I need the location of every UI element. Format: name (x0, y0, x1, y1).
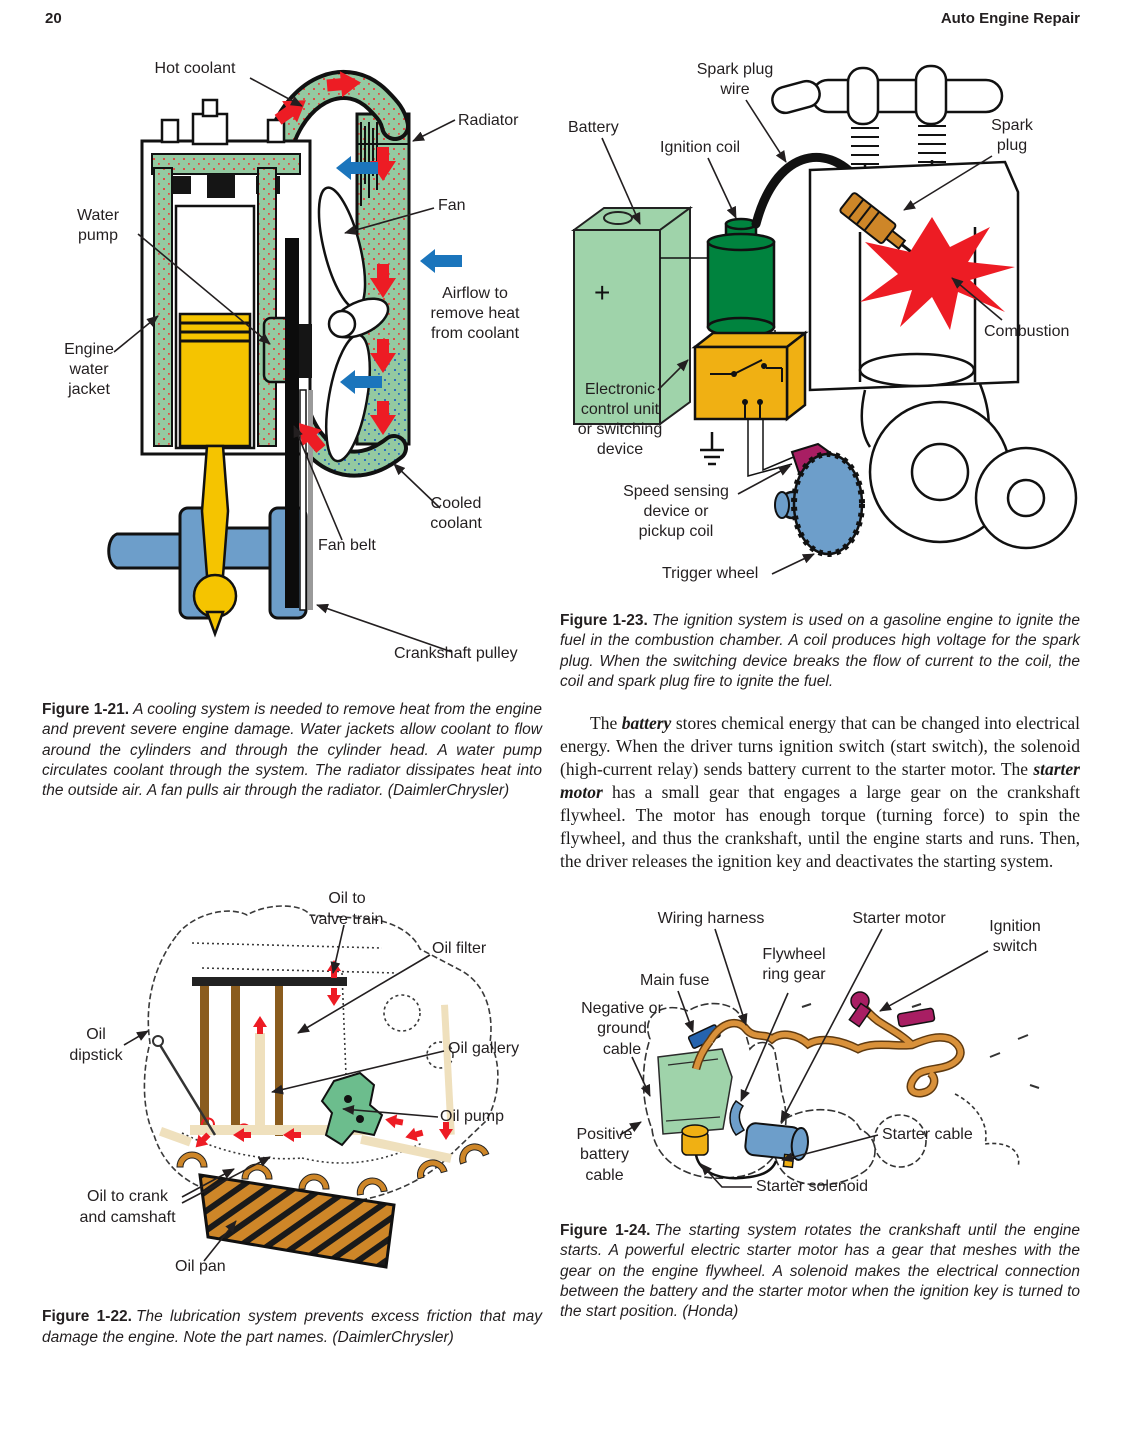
label-spark-plug-wire: Spark plug wire (696, 61, 774, 99)
label-spark-plug: Spark plug (991, 117, 1033, 155)
spark-plug (839, 192, 913, 254)
figure-1-21-caption-lead: Figure 1-21. (42, 701, 130, 718)
figure-1-21-caption-text: A cooling system is needed to remove hea… (42, 701, 542, 800)
battery-positive-sign: + (594, 277, 610, 308)
label-oil-pan: Oil pan (175, 1258, 226, 1276)
crankshaft-pulley (299, 389, 313, 611)
page-header-title: Auto Engine Repair (940, 10, 1080, 27)
figure-1-21-cooling-system-diagram: Hot coolant Radiator Fan Water pump Airf… (42, 56, 542, 688)
figure-1-22-caption: Figure 1-22.The lubrication system preve… (42, 1307, 542, 1348)
body-seg-3: has a small gear that engages a large ge… (560, 782, 1080, 872)
figure-1-23-caption: Figure 1-23.The ignition system is used … (560, 611, 1080, 692)
combustion-flash (860, 217, 1015, 330)
label-starter-motor: Starter motor (852, 910, 946, 928)
label-ignition-coil: Ignition coil (660, 139, 741, 156)
leader-lines (123, 925, 445, 1262)
term-starter-motor: starter motor (560, 759, 1080, 803)
label-battery: Battery (568, 119, 619, 136)
leader-lines (601, 99, 1003, 575)
starter-solenoid (681, 1124, 709, 1156)
label-main-fuse: Main fuse (640, 972, 710, 990)
label-oil-gallery: Oil gallery (448, 1040, 520, 1058)
label-starter-solenoid: Starter solenoid (756, 1178, 869, 1196)
label-starter-cable: Starter cable (882, 1126, 973, 1144)
label-wiring-harness: Wiring harness (657, 910, 765, 928)
ignition-coil (706, 217, 776, 338)
body-seg-2: stores chemical energy that can be chang… (560, 713, 1080, 780)
oil-gallery-passages (158, 1005, 455, 1164)
label-engine-water-jacket: Engine water jacket (64, 341, 114, 399)
label-oil-to-crank: Oil to crank and camshaft (79, 1188, 176, 1226)
fan-belt (285, 238, 299, 608)
label-crankshaft-pulley: Crankshaft pulley (394, 645, 518, 662)
label-cooled-coolant: Cooled coolant (430, 495, 482, 533)
valve-train-rocker-shaft (192, 977, 347, 987)
oil-flow-arrows (190, 960, 453, 1153)
ground-symbol (700, 432, 724, 466)
connecting-rod (192, 444, 238, 638)
label-fan-belt: Fan belt (318, 537, 376, 554)
engine-compartment-sketch (642, 1002, 1040, 1186)
starter-motor (744, 1122, 809, 1169)
fan (317, 186, 390, 463)
label-oil-filter: Oil filter (432, 940, 487, 958)
leader-lines (619, 928, 989, 1188)
starting-system-drawing (619, 928, 1040, 1188)
label-negative-cable: Negative or ground cable (581, 1000, 663, 1058)
label-oil-dipstick: Oil dipstick (69, 1026, 123, 1064)
battery: + (570, 206, 694, 426)
label-ignition-switch: Ignition switch (989, 918, 1041, 956)
page-number: 20 (45, 10, 62, 27)
battery (657, 1048, 733, 1135)
label-oil-to-valve-train: Oil to valve train (310, 890, 384, 928)
oil-pan (198, 1173, 396, 1270)
ignition-system-drawing: + (570, 64, 1078, 575)
left-column: Hot coolant Radiator Fan Water pump Airf… (42, 56, 542, 1348)
label-flywheel-ring-gear: Flywheel ring gear (762, 946, 826, 984)
figure-1-22-caption-lead: Figure 1-22. (42, 1308, 132, 1326)
body-paragraph: The battery stores chemical energy that … (560, 712, 1080, 873)
label-hot-coolant: Hot coolant (154, 60, 236, 77)
water-jacket-left (153, 167, 173, 447)
label-ecu: Electronic control unit or switching dev… (577, 381, 663, 459)
flywheel-ring-gear (729, 1100, 746, 1137)
figure-1-24-caption-text: The starting system rotates the cranksha… (560, 1222, 1081, 1321)
ignition-switch (848, 991, 936, 1028)
label-water-pump: Water pump (76, 207, 120, 245)
right-column: + (560, 52, 1080, 1323)
label-positive-cable: Positive battery cable (576, 1126, 633, 1184)
lubrication-system-drawing (123, 905, 499, 1270)
leader-lines (113, 77, 456, 653)
figure-1-24-starting-system-diagram: Wiring harness Starter motor Ignition sw… (560, 889, 1080, 1209)
figure-1-22-caption-text: The lubrication system prevents excess f… (42, 1308, 543, 1346)
figure-1-23-ignition-system-diagram: + (560, 52, 1080, 597)
trigger-wheel (774, 451, 865, 557)
term-battery: battery (621, 713, 672, 734)
figure-1-22-lubrication-system-diagram: Oil to valve train Oil filter Oil dipsti… (42, 873, 542, 1293)
figure-1-24-caption: Figure 1-24.The starting system rotates … (560, 1221, 1080, 1322)
cooling-system-drawing (107, 69, 462, 653)
body-seg-1: The (590, 713, 622, 734)
figure-1-24-caption-lead: Figure 1-24. (560, 1222, 651, 1240)
engine-sketch-outline (143, 905, 499, 1205)
water-jacket-right (257, 167, 277, 447)
oil-dipstick (152, 1035, 217, 1137)
figure-1-21-caption: Figure 1-21.A cooling system is needed t… (42, 700, 542, 801)
label-trigger-wheel: Trigger wheel (662, 565, 759, 582)
label-airflow: Airflow to remove heat from coolant (430, 285, 520, 343)
label-speed-sensing: Speed sensing device or pickup coil (623, 483, 729, 541)
label-combustion: Combustion (984, 323, 1070, 340)
label-radiator: Radiator (458, 112, 519, 129)
label-fan: Fan (438, 197, 466, 214)
pushrods (200, 986, 283, 1137)
label-oil-pump: Oil pump (440, 1108, 505, 1126)
electronic-control-unit (691, 330, 809, 422)
piston (178, 312, 252, 448)
figure-1-23-caption-text: The ignition system is used on a gasolin… (560, 612, 1081, 690)
figure-1-23-caption-lead: Figure 1-23. (560, 612, 648, 629)
